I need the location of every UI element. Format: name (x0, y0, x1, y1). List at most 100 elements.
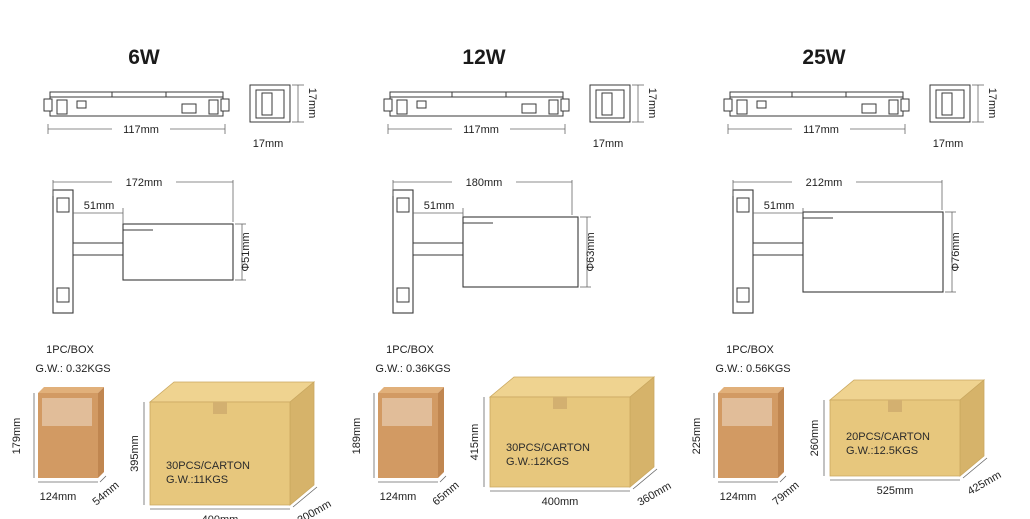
dim-carton-height: 260mm (809, 420, 821, 457)
dim-carton-width: 400mm (202, 514, 239, 519)
dim-carton-width: 400mm (542, 496, 579, 508)
adapter-detail (396, 197, 410, 213)
carton-gross-weight: G.W.:12.5KGS (846, 445, 918, 457)
front-view: 117mm (383, 91, 570, 136)
adapter-end-right (560, 98, 570, 112)
adapter-clip-right (208, 99, 219, 115)
dim-profile-height: 17mm (646, 88, 658, 119)
adapter-end-right (900, 98, 910, 112)
adapter-body (389, 91, 564, 117)
qty-per-box: 1PC/BOX (46, 344, 94, 356)
dim-total-length: 180mm (466, 177, 503, 189)
dim-front-length: 117mm (803, 124, 839, 136)
dim-line (632, 468, 658, 490)
adapter-clip-left (396, 99, 408, 115)
dim-carton-depth: 360mm (636, 480, 674, 509)
retail-box: 225mm 124mm 79mm (691, 387, 802, 508)
carton-tape (888, 400, 902, 412)
adapter-detail (736, 287, 750, 303)
box-label (382, 398, 432, 426)
carton-pcs: 30PCS/CARTON (166, 460, 250, 472)
dim-box-width: 124mm (720, 491, 757, 503)
dim-carton-depth: 425mm (966, 469, 1004, 498)
push-label-box (941, 92, 953, 116)
dim-line (962, 457, 988, 479)
dim-box-depth: 65mm (431, 479, 462, 508)
qty-per-box: 1PC/BOX (386, 344, 434, 356)
box-top (378, 387, 444, 393)
dim-box-depth: 79mm (771, 479, 802, 508)
dim-carton-width: 525mm (877, 485, 914, 497)
carton-top (148, 381, 316, 403)
dim-profile-width: 17mm (253, 138, 284, 150)
profile-view: 17mm 17mm (249, 84, 318, 150)
carton-tape (553, 397, 567, 409)
box-gross-weight: G.W.: 0.32KGS (35, 363, 110, 375)
profile-view: 17mm 17mm (589, 84, 658, 150)
dim-box-height: 225mm (691, 418, 703, 455)
box-front (38, 393, 98, 478)
carton-gross-weight: G.W.:12KGS (506, 456, 569, 468)
adapter-tab (416, 100, 427, 109)
box-side (98, 387, 104, 478)
adapter-clip-right (888, 99, 899, 115)
adapter-tab (756, 100, 767, 109)
adapter-end-left (43, 98, 53, 112)
box-side (438, 387, 444, 478)
dim-box-height: 189mm (351, 418, 363, 455)
box-label (722, 398, 772, 426)
carton-tape (213, 402, 227, 414)
dim-line (292, 486, 318, 508)
dim-box-width: 124mm (40, 491, 77, 503)
dim-carton-height: 415mm (469, 424, 481, 461)
box-side (778, 387, 784, 478)
adapter-detail (736, 197, 750, 213)
dim-line (99, 475, 107, 483)
dim-box-height: 179mm (11, 418, 23, 455)
adapter-clip-left (56, 99, 68, 115)
lamp-body (802, 211, 944, 293)
dim-profile-width: 17mm (593, 138, 624, 150)
push-label-box (601, 92, 613, 116)
dim-offset: 51mm (764, 200, 795, 212)
product-column-2: 12W117mm17mm17mm180mm51mmΦ63mm1PC/BOXG.W… (351, 46, 673, 509)
retail-box: 179mm 124mm 54mm (11, 387, 122, 508)
carton-top (828, 379, 986, 401)
dim-front-length: 117mm (123, 124, 159, 136)
dim-total-length: 172mm (126, 177, 163, 189)
product-column-3: 25W117mm17mm17mm212mm51mmΦ76mm1PC/BOXG.W… (691, 46, 1003, 508)
adapter-detail (56, 287, 70, 303)
dim-carton-height: 395mm (129, 435, 141, 472)
product-title: 6W (128, 46, 160, 69)
dim-diameter: Φ51mm (240, 232, 252, 271)
carton-front (829, 399, 961, 477)
adapter-end-left (723, 98, 733, 112)
carton-gross-weight: G.W.:11KGS (166, 474, 228, 486)
dim-diameter: Φ76mm (950, 232, 962, 271)
box-top (38, 387, 104, 393)
dim-front-length: 117mm (463, 124, 499, 136)
lamp-body (122, 223, 234, 281)
dim-profile-height: 17mm (306, 88, 318, 119)
carton-side (629, 376, 655, 488)
dim-offset: 51mm (84, 200, 115, 212)
adapter-clip-left (736, 99, 748, 115)
carton-side (289, 381, 315, 506)
adapter-body (729, 91, 904, 117)
adapter-body (49, 91, 224, 117)
dim-box-depth: 54mm (91, 479, 122, 508)
adapter-switch (181, 103, 197, 114)
adapter-switch (521, 103, 537, 114)
box-gross-weight: G.W.: 0.36KGS (375, 363, 450, 375)
dim-diameter: Φ63mm (585, 232, 597, 271)
qty-per-box: 1PC/BOX (726, 344, 774, 356)
carton-top (488, 376, 656, 398)
